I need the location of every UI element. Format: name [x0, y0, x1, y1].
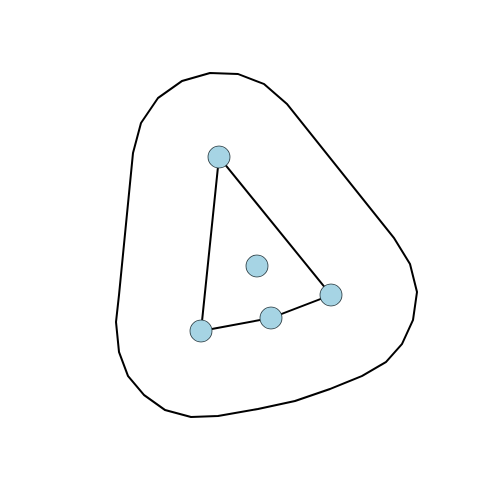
node-vertex-right — [320, 284, 342, 306]
node-vertex-top — [208, 146, 230, 168]
node-center-point — [246, 255, 268, 277]
node-vertex-bottom-mid — [260, 307, 282, 329]
node-vertex-bottom-left — [190, 320, 212, 342]
